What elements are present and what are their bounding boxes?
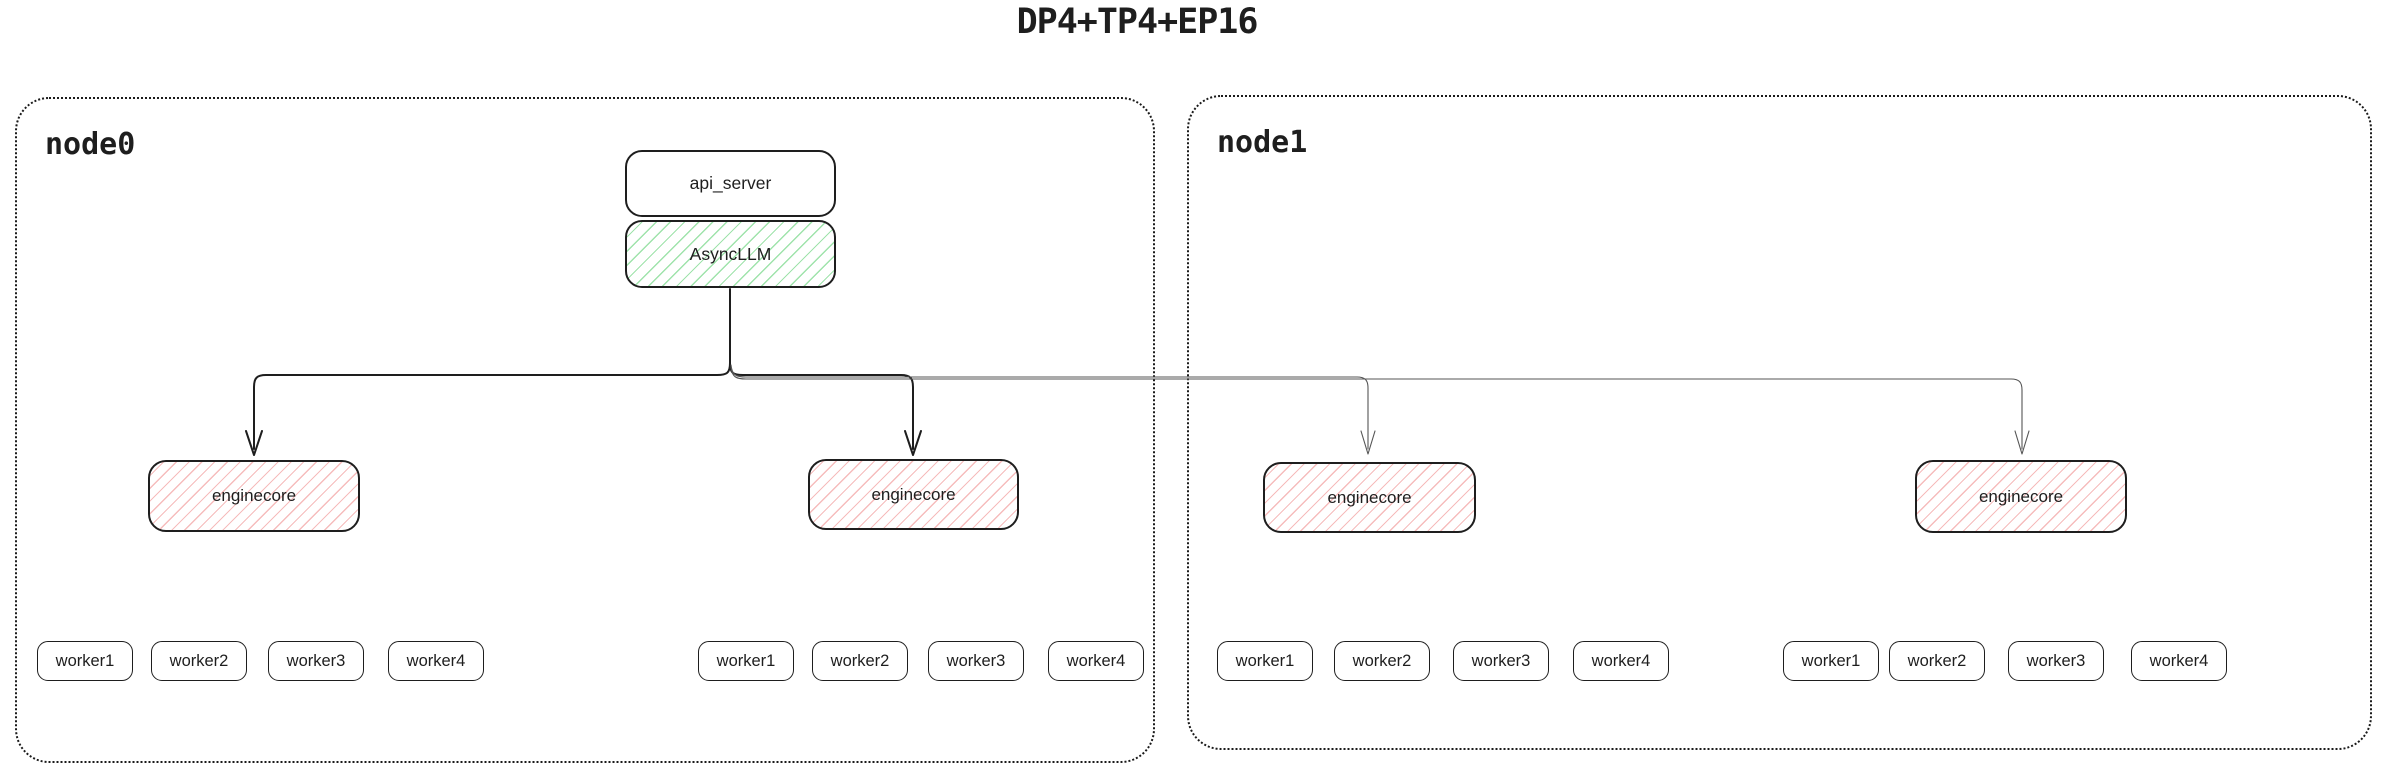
worker-box-node1-g2-3: worker3 bbox=[2008, 641, 2104, 681]
worker-label: worker4 bbox=[1591, 651, 1651, 670]
enginecore-label: enginecore bbox=[1978, 486, 2064, 506]
worker-label: worker4 bbox=[406, 651, 466, 670]
enginecore-box-node0-1: enginecore bbox=[148, 460, 360, 532]
worker-label: worker1 bbox=[1235, 651, 1295, 670]
node1-label: node1 bbox=[1217, 125, 1308, 160]
worker-box-node0-g1-4: worker4 bbox=[388, 641, 484, 681]
worker-label: worker3 bbox=[2026, 651, 2086, 670]
worker-label: worker1 bbox=[1801, 651, 1861, 670]
worker-label: worker2 bbox=[830, 651, 890, 670]
worker-box-node0-g1-3: worker3 bbox=[268, 641, 364, 681]
worker-box-node0-g2-1: worker1 bbox=[698, 641, 794, 681]
worker-label: worker3 bbox=[946, 651, 1006, 670]
worker-box-node1-g1-2: worker2 bbox=[1334, 641, 1430, 681]
worker-label: worker2 bbox=[1352, 651, 1412, 670]
worker-label: worker1 bbox=[716, 651, 776, 670]
diagram-title: DP4+TP4+EP16 bbox=[1016, 2, 1259, 42]
worker-box-node0-g2-4: worker4 bbox=[1048, 641, 1144, 681]
enginecore-label: enginecore bbox=[871, 484, 956, 504]
node0-label: node0 bbox=[45, 127, 136, 162]
enginecore-box-node1-1: enginecore bbox=[1263, 462, 1476, 533]
enginecore-label: enginecore bbox=[1327, 487, 1412, 507]
worker-label: worker3 bbox=[1471, 651, 1531, 670]
worker-box-node1-g1-4: worker4 bbox=[1573, 641, 1669, 681]
worker-box-node1-g2-2: worker2 bbox=[1889, 641, 1985, 681]
worker-box-node1-g1-1: worker1 bbox=[1217, 641, 1313, 681]
worker-box-node1-g1-3: worker3 bbox=[1453, 641, 1549, 681]
worker-box-node1-g2-4: worker4 bbox=[2131, 641, 2227, 681]
api-server-label: api_server bbox=[689, 173, 772, 193]
worker-label: worker4 bbox=[2149, 651, 2209, 670]
worker-box-node0-g2-2: worker2 bbox=[812, 641, 908, 681]
worker-label: worker4 bbox=[1066, 651, 1126, 670]
async-llm-box: AsyncLLM bbox=[625, 220, 836, 288]
worker-box-node0-g2-3: worker3 bbox=[928, 641, 1024, 681]
worker-label: worker2 bbox=[1907, 651, 1967, 670]
enginecore-label: enginecore bbox=[211, 486, 297, 505]
enginecore-box-node1-2: enginecore bbox=[1915, 460, 2127, 533]
worker-label: worker3 bbox=[286, 651, 346, 670]
worker-label: worker1 bbox=[55, 651, 115, 670]
worker-box-node0-g1-1: worker1 bbox=[37, 641, 133, 681]
worker-box-node1-g2-1: worker1 bbox=[1783, 641, 1879, 681]
worker-label: worker2 bbox=[169, 651, 229, 670]
async-llm-label: AsyncLLM bbox=[689, 243, 772, 264]
worker-box-node0-g1-2: worker2 bbox=[151, 641, 247, 681]
enginecore-box-node0-2: enginecore bbox=[808, 459, 1019, 530]
api-server-box: api_server bbox=[625, 150, 836, 217]
